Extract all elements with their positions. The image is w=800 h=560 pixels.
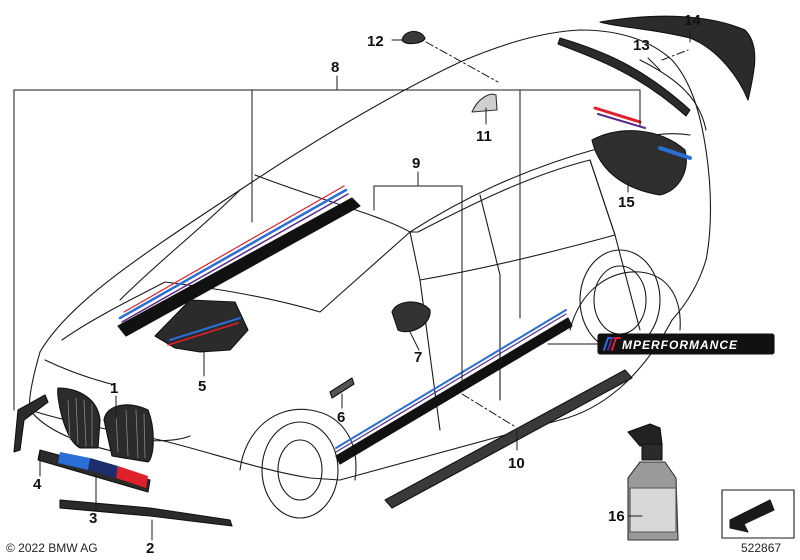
- part-cap: [401, 30, 426, 45]
- mperformance-logo: MPERFORMANCE: [597, 333, 775, 355]
- part-mirror-cap: [391, 301, 431, 333]
- leader-lines: [13, 29, 691, 541]
- callout-15: 15: [618, 194, 635, 211]
- part-front-lip: [37, 449, 151, 493]
- mperformance-logo-text: MPERFORMANCE: [622, 338, 738, 352]
- part-kidney-grille: [57, 387, 154, 463]
- callout-6: 6: [337, 409, 345, 426]
- diagram-id: 522867: [741, 541, 782, 555]
- callout-13: 13: [633, 37, 650, 54]
- part-rear-insert: [591, 130, 687, 196]
- callout-3: 3: [89, 510, 97, 527]
- direction-box: [721, 489, 795, 539]
- callout-5: 5: [198, 378, 206, 395]
- callout-4: 4: [33, 476, 42, 493]
- callout-10: 10: [508, 455, 525, 472]
- part-cleaner-bottle: [627, 423, 679, 541]
- part-side-skirt: [384, 369, 633, 509]
- part-rear-spoiler: [599, 15, 756, 101]
- callout-11: 11: [476, 128, 492, 145]
- callout-12: 12: [367, 33, 384, 50]
- part-hood-stripe: [117, 197, 361, 337]
- callout-1: 1: [110, 380, 118, 397]
- part-trim: [329, 377, 355, 399]
- part-antenna-fin: [471, 93, 498, 113]
- callout-16: 16: [608, 508, 625, 525]
- part-front-flap: [13, 394, 49, 453]
- callout-7: 7: [414, 349, 422, 366]
- copyright-text: © 2022 BMW AG: [6, 541, 98, 555]
- part-side-stripe: [335, 317, 573, 465]
- callout-8: 8: [331, 59, 339, 76]
- callout-14: 14: [684, 12, 701, 29]
- part-engine-cover: [154, 299, 249, 353]
- part-front-splitter: [59, 499, 233, 527]
- callout-9: 9: [412, 155, 420, 172]
- part-trunk-spoiler: [557, 37, 691, 117]
- callout-2: 2: [146, 540, 154, 557]
